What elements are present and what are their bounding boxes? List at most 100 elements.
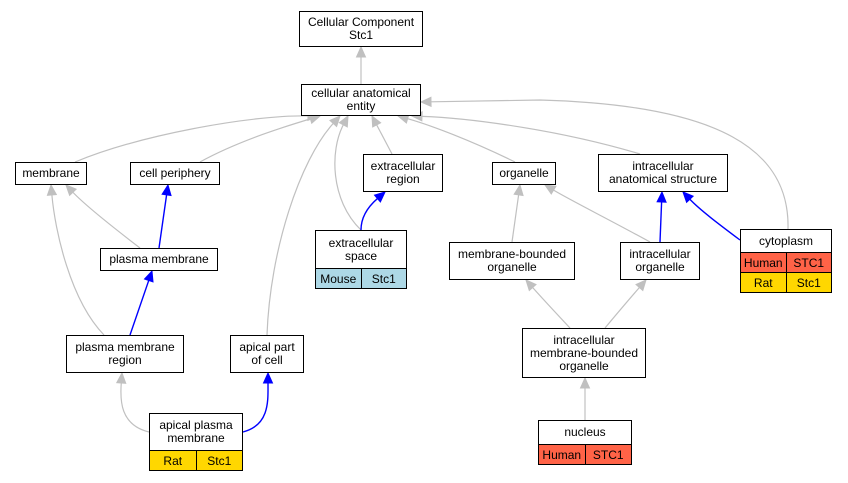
edge-line	[360, 198, 378, 231]
edge-line	[72, 191, 141, 249]
arrowhead-icon	[262, 371, 274, 384]
node-label-line: extracellular	[328, 235, 394, 250]
edge-line	[242, 382, 269, 433]
edge-intracellular-mbo-to-membrane-bounded-organelle	[525, 279, 571, 329]
node-label: plasma membrane	[101, 249, 217, 270]
ortholog-species[interactable]: Mouse	[320, 271, 357, 286]
node-label-line: plasma membrane	[109, 252, 209, 266]
arrowhead-icon	[46, 183, 58, 196]
edge-line	[604, 287, 640, 329]
arrowhead-icon	[656, 190, 667, 203]
edge-plasma-membrane-to-cell-periphery	[158, 183, 172, 249]
edge-apical-plasma-membrane-to-plasma-membrane-region	[115, 371, 150, 433]
node-label-line: of cell	[251, 353, 283, 367]
node-label-line: plasma membrane	[75, 340, 175, 354]
ortholog-gene[interactable]: STC1	[785, 253, 832, 272]
node-label-line: intracellular	[553, 332, 615, 347]
edge-nucleus-to-intracellular-mbo	[579, 376, 591, 420]
edge-cytoplasm-to-intracellular-anatomical-structure	[682, 191, 741, 241]
arrowhead-icon	[525, 279, 537, 292]
edge-line	[421, 115, 641, 155]
edge-extracellular-space-to-extracellular-region	[360, 191, 386, 231]
node-label: membrane	[16, 163, 86, 184]
go-node-cell-periphery[interactable]: cell periphery	[130, 162, 220, 185]
edge-line	[407, 118, 516, 163]
node-label-line: cytoplasm	[758, 233, 814, 248]
edge-cell-periphery-to-cae	[199, 113, 322, 163]
edge-line	[659, 201, 663, 243]
ortholog-gene[interactable]: Stc1	[360, 269, 407, 288]
ortholog-species[interactable]: Human	[542, 447, 582, 462]
node-label-line: region	[386, 172, 420, 186]
edge-line	[266, 122, 334, 336]
edge-line	[334, 124, 362, 231]
edge-apical-part-of-cell-to-cae	[266, 115, 341, 336]
node-label-line: membrane-bounded	[529, 345, 639, 360]
node-label-line: organelle	[559, 358, 609, 373]
go-node-membrane[interactable]: membrane	[15, 162, 87, 185]
ortholog-species[interactable]: Rat	[163, 453, 183, 468]
ortholog-gene[interactable]: STC1	[584, 445, 632, 464]
arrowhead-icon	[115, 371, 127, 384]
node-label-line: apical part	[239, 340, 295, 354]
ortholog-gene[interactable]: Stc1	[195, 451, 243, 470]
node-label-line: extracellular	[370, 159, 436, 173]
node-label-line: apical plasma	[159, 418, 233, 432]
node-label-line: membrane-bounded	[457, 247, 567, 261]
arrowhead-icon	[338, 114, 349, 128]
arrowhead-icon	[329, 115, 341, 128]
ortholog-row: Rat Stc1	[150, 450, 242, 470]
go-node-organelle[interactable]: organelle	[492, 162, 556, 185]
ortholog-row: Rat Stc1	[741, 272, 831, 292]
go-node-plasma-membrane[interactable]: plasma membrane	[100, 248, 218, 271]
edge-line	[120, 382, 150, 433]
edge-intracellular-anatomical-structure-to-cae	[410, 111, 641, 155]
arrowhead-icon	[373, 191, 386, 203]
node-label-line: organelle	[499, 166, 549, 180]
node-label-line: membrane	[167, 431, 225, 445]
ortholog-gene[interactable]: Stc1	[785, 273, 832, 292]
edge-apical-plasma-membrane-to-apical-part-of-cell	[242, 371, 274, 433]
edge-plasma-membrane-to-membrane	[65, 184, 141, 249]
ortholog-species[interactable]: Rat	[753, 275, 773, 290]
node-label: nucleus	[539, 421, 631, 444]
node-label-line: intracellular	[632, 159, 694, 173]
edge-plasma-membrane-region-to-membrane	[46, 183, 105, 336]
node-label: organelle	[493, 163, 555, 184]
arrowhead-icon	[161, 183, 172, 197]
node-label-line: organelle	[487, 260, 537, 274]
ortholog-species[interactable]: Human	[743, 255, 783, 270]
arrowhead-icon	[143, 269, 154, 283]
arrowhead-icon	[579, 376, 591, 389]
edge-line	[199, 118, 311, 163]
edge-line	[553, 189, 651, 243]
